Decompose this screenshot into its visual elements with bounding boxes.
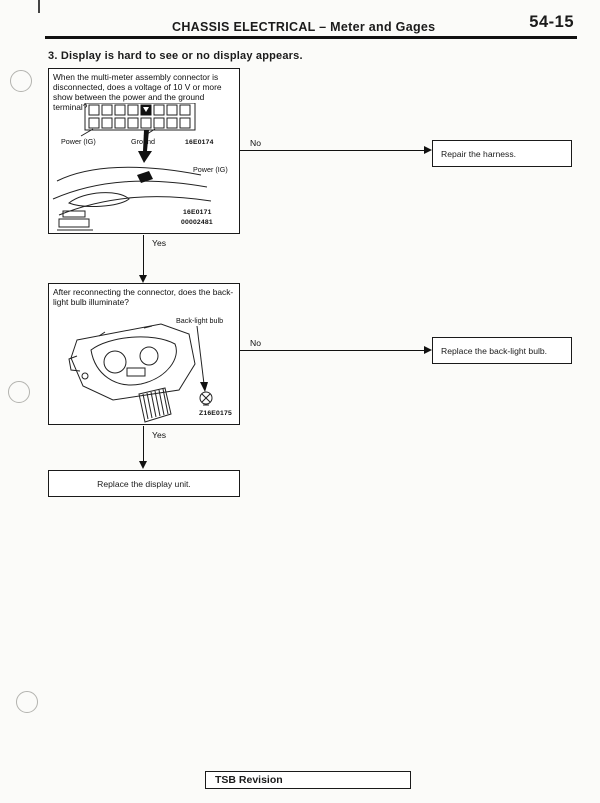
arrow-down-icon [139, 461, 147, 469]
action-box-repair-harness: Repair the harness. [432, 140, 572, 167]
label-ground: Ground [131, 137, 155, 146]
figure-code-16e0171: 16E0171 [183, 209, 212, 216]
action-box-replace-bulb: Replace the back-light bulb. [432, 337, 572, 364]
page-number: 54-15 [529, 13, 574, 31]
flow-line-no-2 [240, 350, 424, 352]
connector-illustration [52, 103, 212, 231]
figure-code-16e0174: 16E0174 [185, 139, 214, 146]
flow-line-yes-2 [143, 426, 145, 462]
section-heading: 3. Display is hard to see or no display … [48, 50, 303, 62]
binder-hole-icon [16, 691, 38, 713]
crop-mark [38, 0, 40, 13]
page-title: CHASSIS ELECTRICAL – Meter and Gages [172, 20, 436, 34]
action-box-replace-display: Replace the display unit. [48, 470, 240, 497]
no-label-2: No [250, 338, 261, 348]
figure-code-00002481: 00002481 [181, 219, 213, 226]
question-box-backlight: After reconnecting the connector, does t… [48, 283, 240, 425]
question-text: After reconnecting the connector, does t… [53, 287, 234, 308]
action-text: Replace the back-light bulb. [441, 345, 548, 356]
question-box-voltage: When the multi-meter assembly connector … [48, 68, 240, 234]
action-text: Repair the harness. [441, 148, 516, 159]
arrow-right-icon [424, 146, 432, 154]
yes-label-2: Yes [152, 430, 167, 440]
tsb-revision-box: TSB Revision [205, 771, 411, 789]
yes-label-1: Yes [152, 238, 167, 248]
header-rule [45, 36, 577, 39]
flow-line-no-1 [240, 150, 424, 152]
binder-hole-icon [10, 70, 32, 92]
tsb-revision-label: TSB Revision [215, 774, 283, 786]
meter-assembly-illustration [68, 323, 213, 423]
binder-hole-icon [8, 381, 30, 403]
label-power-ig-top: Power (IG) [61, 137, 96, 146]
action-text: Replace the display unit. [97, 478, 191, 489]
arrow-right-icon [424, 346, 432, 354]
arrow-down-icon [139, 275, 147, 283]
flow-line-yes-1 [143, 235, 145, 276]
label-power-ig-bottom: Power (IG) [193, 165, 228, 174]
figure-code-z16e0175: Z16E0175 [199, 410, 232, 417]
no-label-1: No [250, 138, 261, 148]
question-text: When the multi-meter assembly connector … [53, 72, 222, 113]
label-backlight-bulb: Back-light bulb [176, 316, 224, 325]
